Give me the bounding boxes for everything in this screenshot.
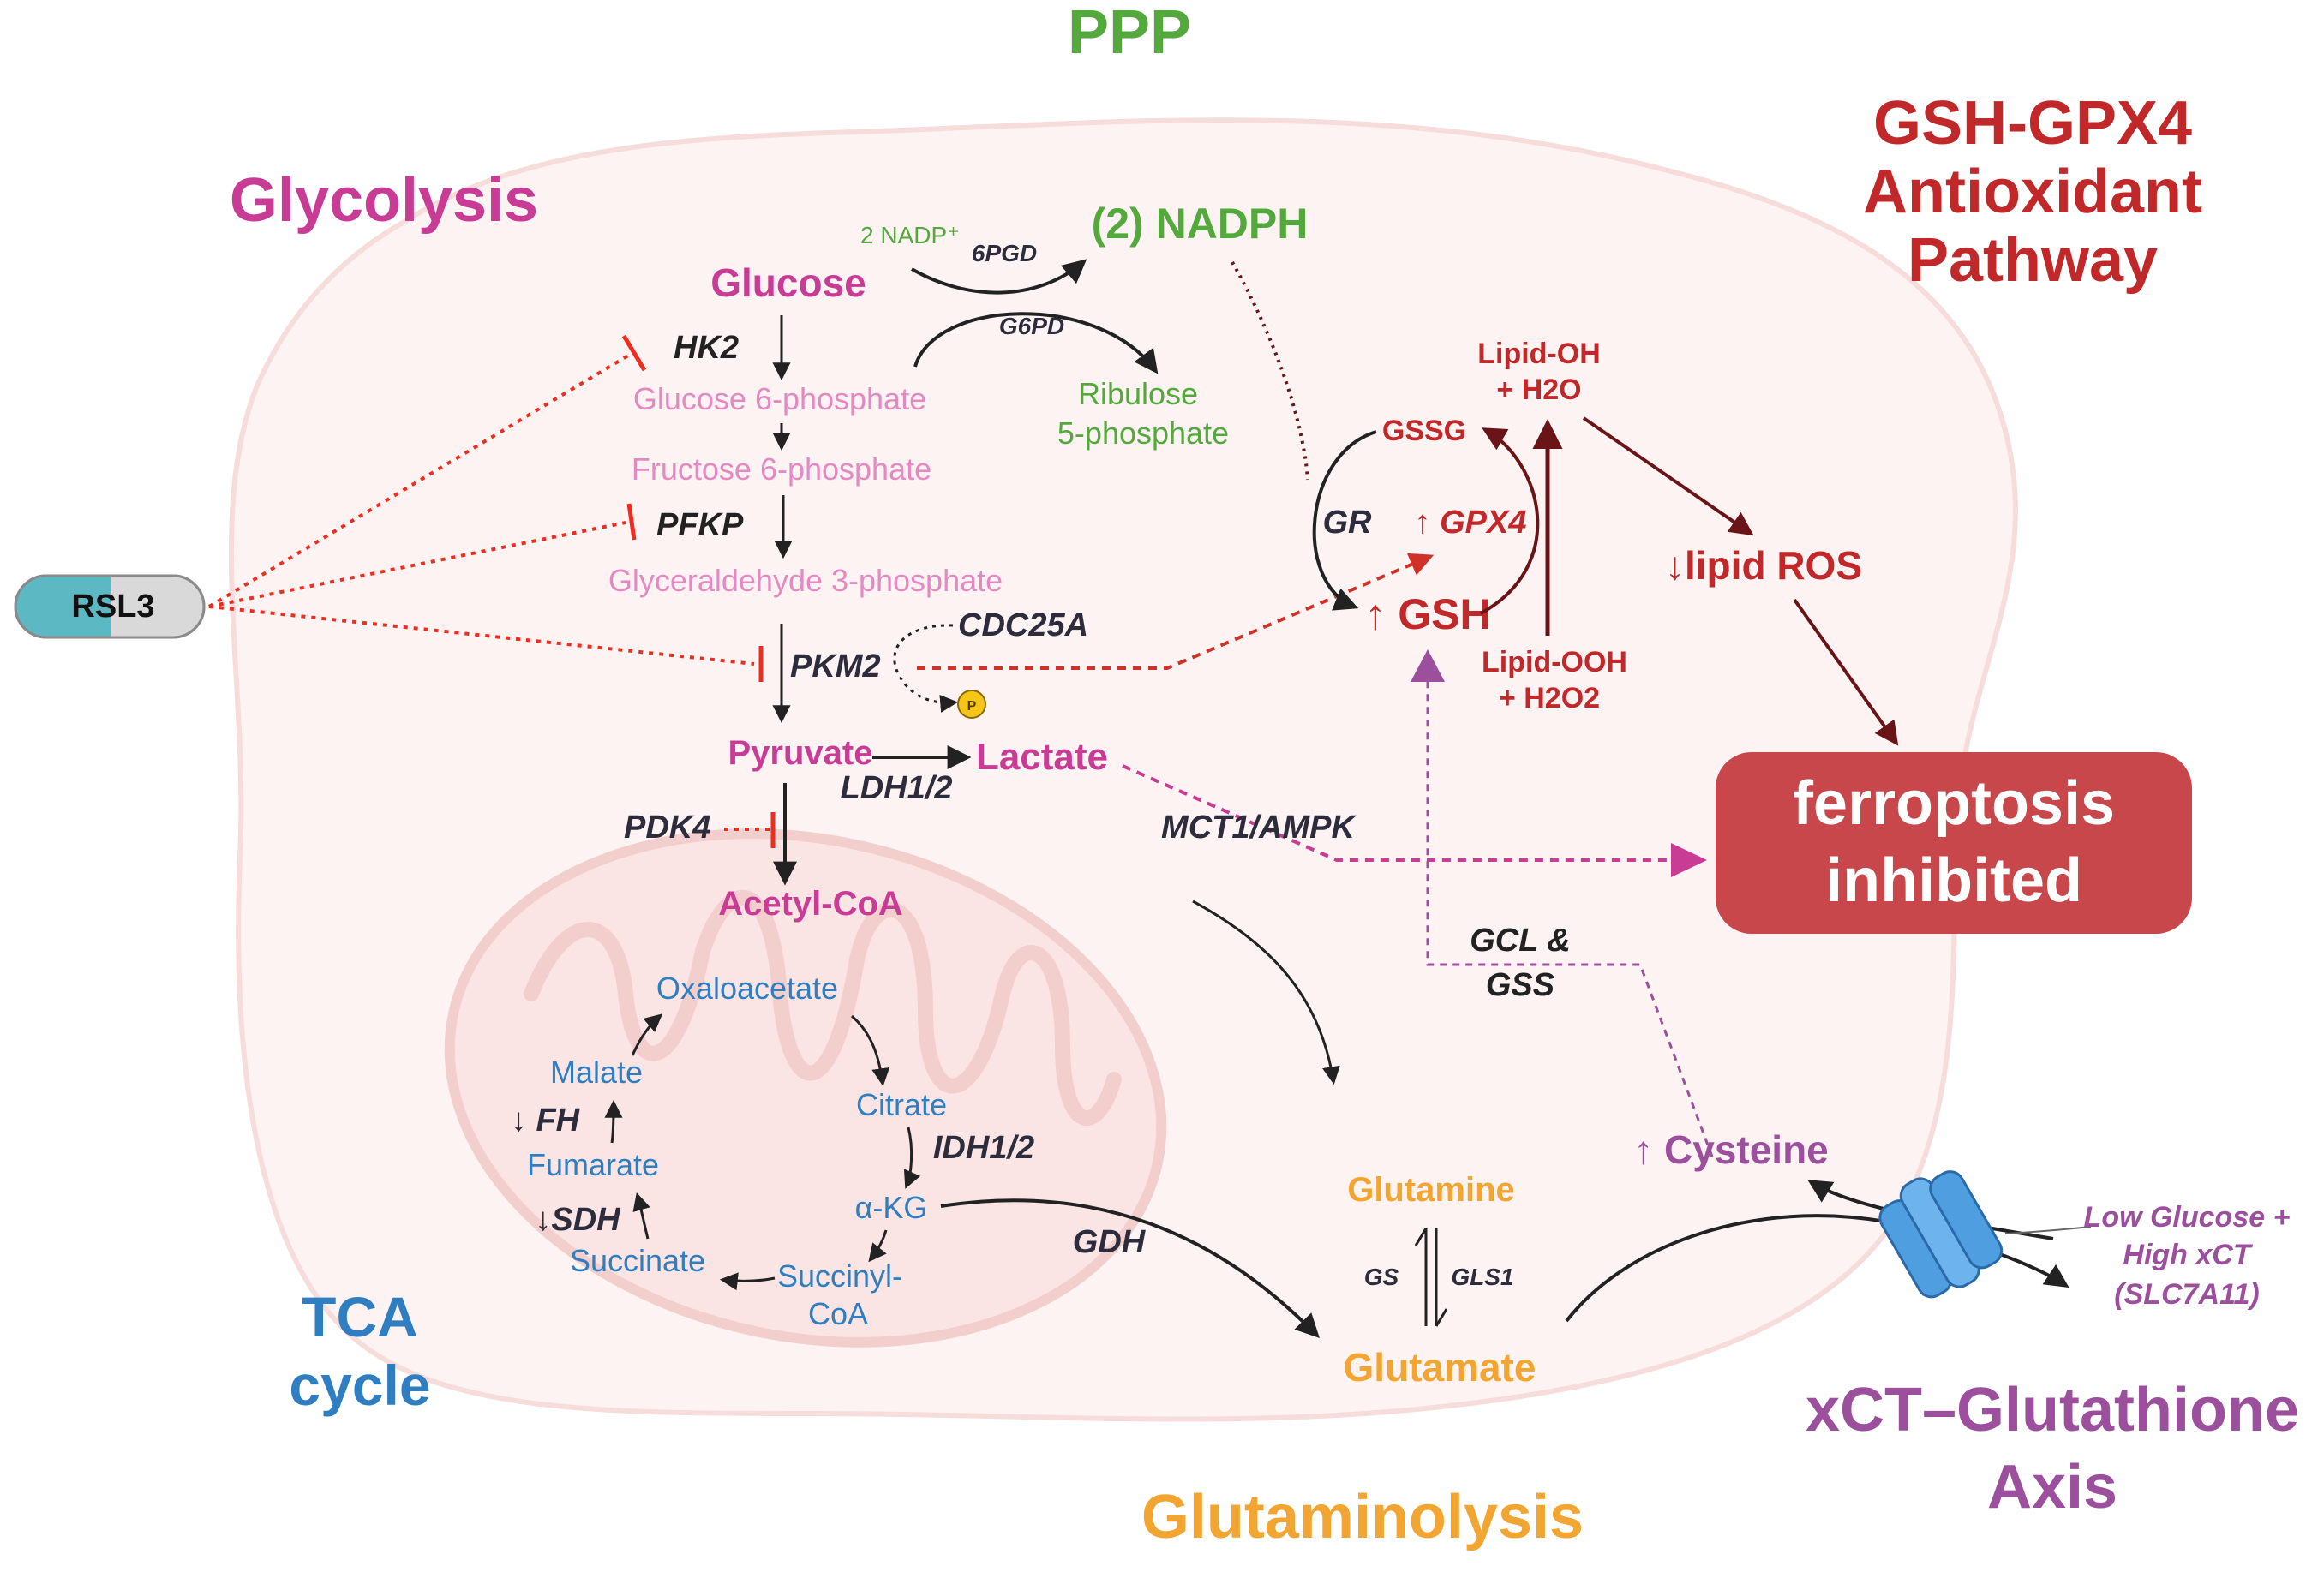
lactate-label: Lactate — [976, 736, 1108, 778]
glutamine-glutamate-exchange — [1414, 1228, 1448, 1327]
lactate-to-ferroptosis-arrow — [1122, 764, 1697, 862]
akg-label: α-KG — [855, 1190, 928, 1225]
g6p-label: Glucose 6-phosphate — [633, 381, 926, 416]
lactate-arrowhead — [1671, 843, 1707, 877]
ferroptosis-line1: ferroptosis — [1793, 769, 2115, 838]
cysteine-to-gsh-arrow — [1426, 675, 1714, 1157]
ferroptosis-box: ferroptosis inhibited — [1716, 752, 2192, 934]
rsl3-inhibition-lines — [207, 351, 770, 831]
xct-transporter-icon — [1878, 1170, 2004, 1299]
xct-note-line3: (SLC7A11) — [2114, 1278, 2259, 1311]
gr-label: GR — [1323, 505, 1373, 541]
nadph-label: (2) NADPH — [1092, 200, 1309, 248]
mitochondrion — [444, 828, 1167, 1348]
nadph-to-gr-arrow — [1231, 261, 1309, 481]
xct-title-line2: Axis — [1987, 1453, 2117, 1521]
g6pd-label: G6PD — [999, 313, 1064, 339]
xct-note-line1: Low Glucose + — [2084, 1201, 2291, 1234]
glutamate-label: Glutamate — [1344, 1345, 1536, 1390]
ros-to-ferroptosis-arrow — [1793, 598, 1899, 746]
xct-note-line2: High xCT — [2123, 1239, 2253, 1271]
xct-title-line1: xCT–Glutathione — [1806, 1376, 2299, 1444]
phospho-icon — [957, 690, 986, 719]
gsh-title-line1: GSH-GPX4 — [1873, 89, 2192, 158]
gcl-line1: GCL & — [1470, 923, 1571, 959]
inhibition-bars — [621, 334, 776, 848]
lipidoh-line2: + H2O — [1496, 374, 1581, 406]
gsh-title-line2: Antioxidant — [1863, 158, 2202, 226]
rsl3-capsule: RSL3 — [14, 574, 206, 639]
gssg-to-gsh-cycle — [1312, 430, 1377, 611]
f6p-label: Fructose 6-phosphate — [632, 451, 931, 487]
tca-arrows — [604, 1013, 921, 1291]
nadp-label: 2 NADP⁺ — [860, 222, 960, 248]
gssg-label: GSSG — [1382, 415, 1466, 447]
gsh-arrowhead — [1411, 649, 1445, 682]
glutamine-label: Glutamine — [1347, 1171, 1515, 1209]
g3p-label: Glyceraldehyde 3-phosphate — [608, 563, 1003, 598]
ribulose-line2: 5-phosphate — [1057, 415, 1229, 451]
idh-label: IDH1/2 — [933, 1130, 1034, 1166]
g6p-to-ribulose-arrow — [913, 312, 1159, 374]
pfkp-label: PFKP — [656, 507, 744, 543]
lipidooh-line2: + H2O2 — [1499, 682, 1600, 714]
glutaminolysis-title: Glutaminolysis — [1141, 1483, 1584, 1551]
gsh-to-gssg-cycle — [1480, 427, 1540, 615]
gcl-line2: GSS — [1486, 967, 1554, 1003]
citrate-label: Citrate — [856, 1087, 947, 1122]
succinate-label: Succinate — [570, 1243, 705, 1278]
hk2-label: HK2 — [674, 330, 739, 366]
ppp-title: PPP — [1068, 0, 1191, 67]
gdh-label: GDH — [1073, 1224, 1147, 1260]
gs-label: GS — [1364, 1264, 1399, 1290]
gsh-title-line3: Pathway — [1908, 226, 2158, 295]
glucose-label: Glucose — [710, 260, 866, 305]
lipidros-label: ↓lipid ROS — [1665, 543, 1862, 588]
gpx4-label: ↑ GPX4 — [1415, 505, 1527, 541]
tca-title-line2: cycle — [289, 1354, 430, 1417]
ldh-label: LDH1/2 — [841, 770, 953, 806]
succinyl-line2: CoA — [808, 1296, 868, 1331]
nadp-to-nadph-arrow — [911, 259, 1087, 295]
pgd6-label: 6PGD — [972, 240, 1037, 266]
phospho-label: P — [967, 699, 977, 714]
cysteine-label: ↑ Cysteine — [1633, 1127, 1829, 1172]
ribulose-line1: Ribulose — [1078, 376, 1198, 411]
succinyl-line1: Succinyl- — [777, 1258, 902, 1294]
fh-label: ↓ FH — [511, 1103, 581, 1139]
membrane-line — [2004, 1226, 2092, 1234]
akg-to-glutamate-arrow — [940, 1198, 1320, 1338]
glycolysis-title: Glycolysis — [230, 166, 538, 235]
gls1-label: GLS1 — [1451, 1264, 1513, 1290]
malate-label: Malate — [550, 1055, 643, 1090]
pyruvate-label: Pyruvate — [728, 734, 873, 772]
cdc25a-label: CDC25A — [958, 607, 1088, 643]
lipidooh-line1: Lipid-OOH — [1482, 646, 1627, 678]
fumarate-label: Fumarate — [527, 1147, 659, 1182]
oxaloacetate-label: Oxaloacetate — [656, 971, 838, 1006]
glutamate-to-xct-arrow — [1565, 1214, 2069, 1323]
ferroptosis-line2: inhibited — [1825, 846, 2082, 915]
pdk4-label: PDK4 — [624, 810, 710, 846]
sdh-label: ↓SDH — [535, 1202, 621, 1238]
lipidoh-to-ros-arrow — [1582, 416, 1754, 536]
rsl3-label: RSL3 — [71, 589, 154, 625]
mct1-label: MCT1/AMPK — [1161, 810, 1357, 846]
acetylcoa-label: Acetyl-CoA — [718, 885, 903, 923]
tca-title-line1: TCA — [302, 1285, 418, 1348]
pkm2-label: PKM2 — [790, 649, 881, 684]
lipidoh-line1: Lipid-OH — [1477, 338, 1601, 370]
acetylcoa-flow-arrow — [1192, 900, 1340, 1085]
gsh-label: ↑ GSH — [1364, 590, 1490, 638]
